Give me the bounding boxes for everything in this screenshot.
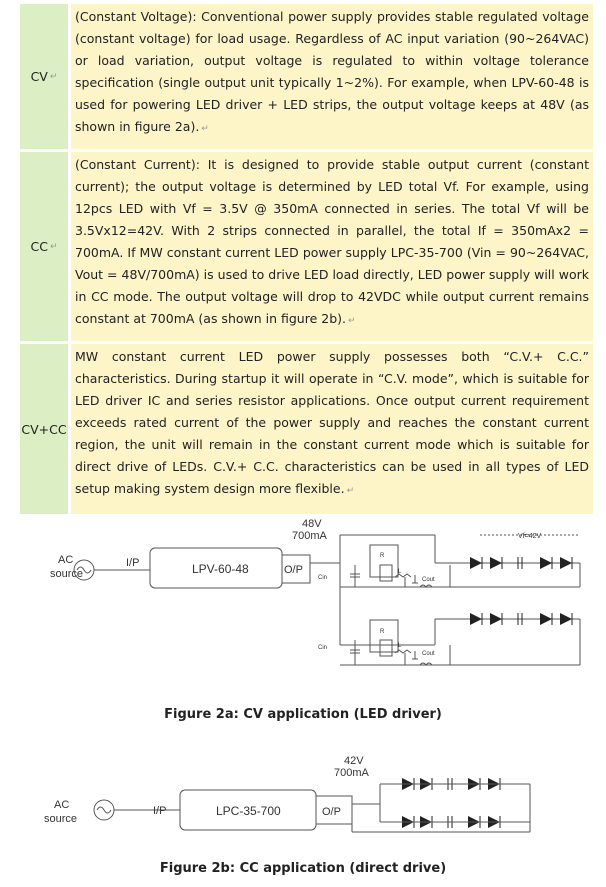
cout-label: Cout bbox=[422, 651, 435, 657]
figure-2b: AC source I/P LPC-35-700 O/P 42V 700mA bbox=[40, 752, 600, 847]
output-label: O/P bbox=[284, 564, 303, 576]
led-strip-icon bbox=[470, 557, 573, 569]
mode-row-cc: CC↵ (Constant Current): It is designed t… bbox=[20, 152, 596, 344]
led-strip-icon bbox=[470, 613, 573, 625]
cin-label: Cin bbox=[318, 645, 327, 651]
ac-label: source bbox=[44, 813, 77, 825]
led-strip-icon bbox=[400, 778, 530, 790]
mode-description: (Constant Current): It is designed to pr… bbox=[71, 152, 593, 341]
figure-2b-caption: Figure 2b: CC application (direct drive) bbox=[159, 861, 447, 876]
mode-row-cvcc: CV+CC MW constant current LED power supp… bbox=[20, 344, 596, 517]
mode-label: CC↵ bbox=[20, 152, 68, 341]
input-label: I/P bbox=[126, 557, 139, 569]
input-label: I/P bbox=[153, 805, 166, 817]
l-label: L bbox=[398, 643, 402, 649]
mode-description: MW constant current LED power supply pos… bbox=[71, 344, 593, 514]
voltage-label: 48V bbox=[302, 518, 322, 530]
mode-row-cv: CV↵ (Constant Voltage): Conventional pow… bbox=[20, 4, 596, 152]
ac-label: source bbox=[50, 568, 83, 580]
led-strip-icon bbox=[400, 816, 530, 828]
current-label: 700mA bbox=[292, 530, 328, 542]
figure-2a: AC source I/P LPV-60-48 O/P 48V 700mA Vf… bbox=[40, 515, 600, 695]
psu-label: LPC-35-700 bbox=[216, 804, 281, 818]
mode-description: (Constant Voltage): Conventional power s… bbox=[71, 4, 593, 149]
r-label: R bbox=[380, 553, 385, 559]
current-label: 700mA bbox=[334, 767, 370, 779]
r-label: R bbox=[380, 629, 385, 635]
voltage-label: 42V bbox=[344, 755, 364, 767]
mode-label: CV↵ bbox=[20, 4, 68, 149]
vf-label: Vf=42V bbox=[518, 533, 541, 540]
ac-label: AC bbox=[54, 799, 69, 811]
cout-label: Cout bbox=[422, 577, 435, 583]
cin-label: Cin bbox=[318, 575, 327, 581]
output-label: O/P bbox=[322, 806, 341, 818]
l-label: L bbox=[398, 569, 402, 575]
figure-2a-caption: Figure 2a: CV application (LED driver) bbox=[164, 707, 442, 722]
mode-table: CV↵ (Constant Voltage): Conventional pow… bbox=[20, 4, 596, 517]
ac-label: AC bbox=[58, 554, 73, 566]
psu-label: LPV-60-48 bbox=[192, 562, 249, 576]
mode-label: CV+CC bbox=[20, 344, 68, 514]
